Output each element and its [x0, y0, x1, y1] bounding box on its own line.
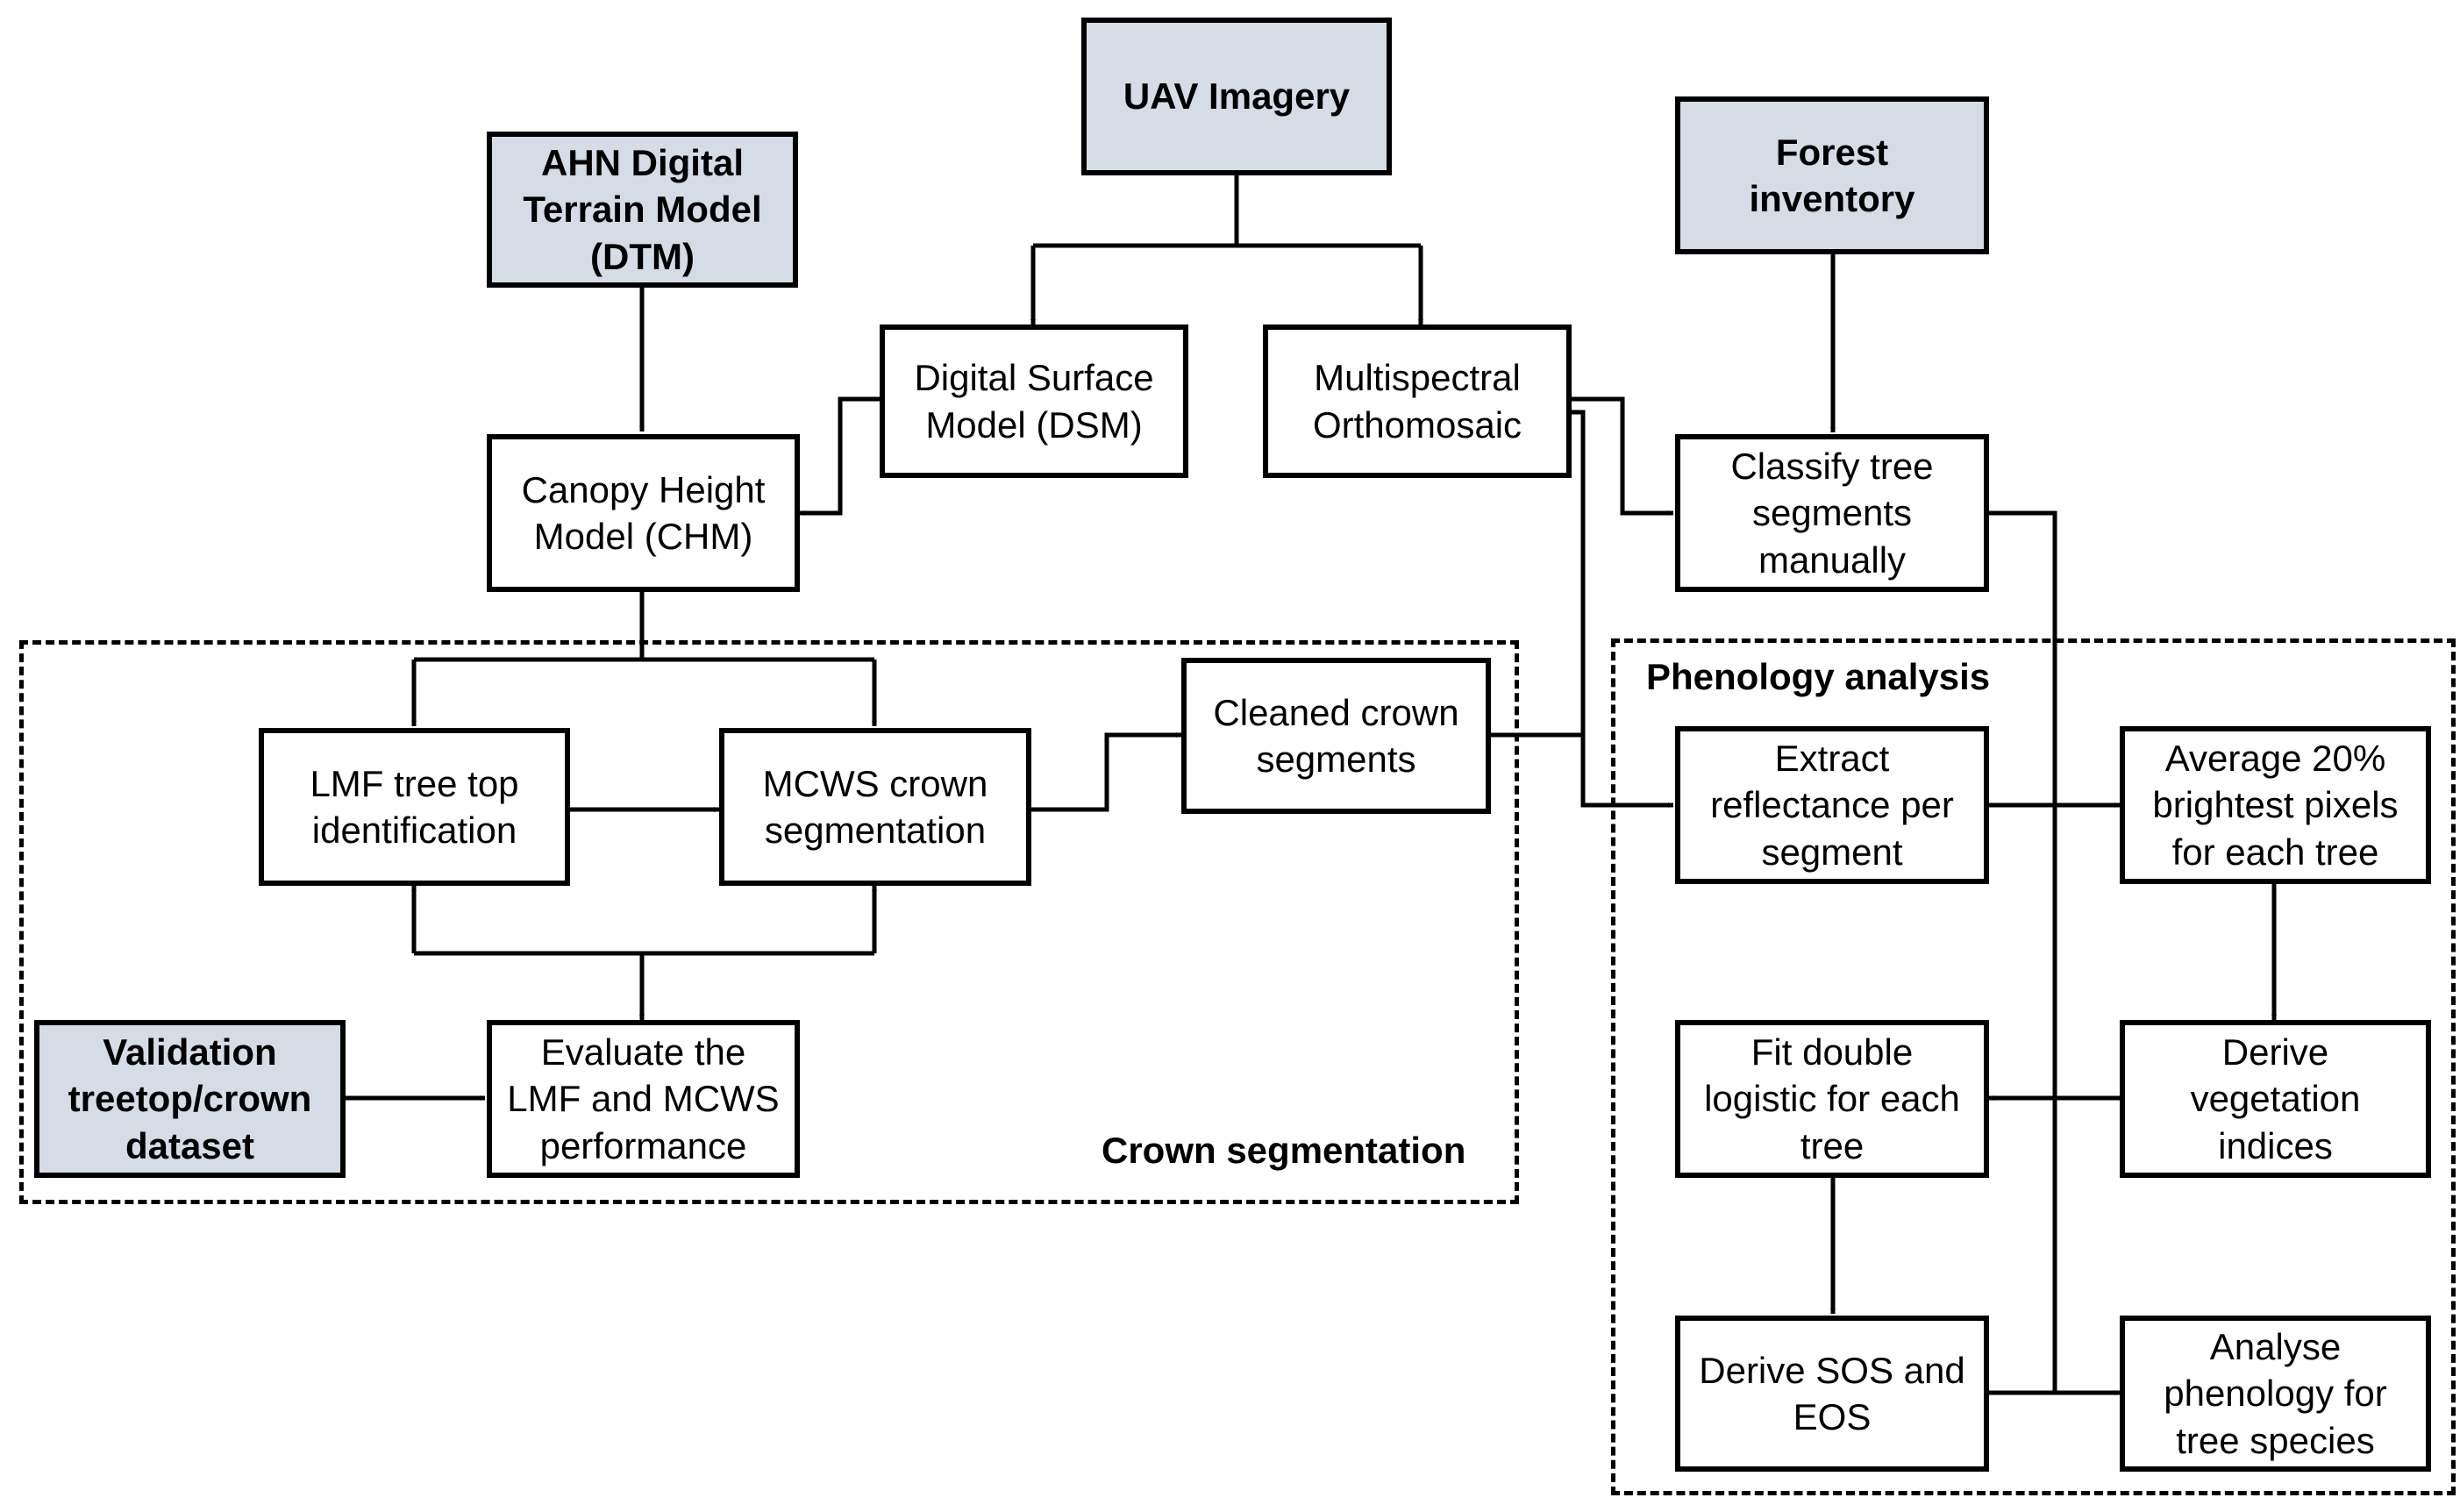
analyse-phenology-node: Analyse phenology for tree species — [2120, 1316, 2431, 1472]
dsm-node: Digital Surface Model (DSM) — [880, 325, 1188, 478]
arrow-ms-extract — [1572, 410, 1673, 808]
phenology-analysis-group — [1611, 638, 2456, 1495]
sos-eos-node: Derive SOS and EOS — [1675, 1316, 1989, 1472]
evaluate-performance-node: Evaluate the LMF and MCWS performance — [487, 1020, 800, 1178]
lmf-treetop-node: LMF tree top identification — [259, 728, 570, 886]
multispectral-orthomosaic-node: Multispectral Orthomosaic — [1263, 325, 1572, 478]
arrow-mcws-cleaned — [1031, 732, 1181, 812]
mcws-segmentation-node: MCWS crown segmentation — [719, 728, 1031, 886]
vegetation-indices-node: Derive vegetation indices — [2120, 1020, 2431, 1178]
phenology-analysis-label: Phenology analysis — [1646, 656, 1991, 697]
crown-segmentation-group — [19, 640, 1519, 1204]
chm-node: Canopy Height Model (CHM) — [487, 434, 800, 592]
validation-dataset-node: Validation treetop/crown dataset — [34, 1020, 346, 1178]
arrow-ms-classify — [1572, 396, 1673, 516]
ahn-dtm-node: AHN Digital Terrain Model (DTM) — [487, 132, 798, 288]
average-brightest-pixels-node: Average 20% brightest pixels for each tr… — [2120, 726, 2431, 884]
cleaned-crown-segments-node: Cleaned crown segments — [1181, 658, 1491, 814]
fit-double-logistic-node: Fit double logistic for each tree — [1675, 1020, 1989, 1178]
forest-inventory-node: Forest inventory — [1675, 96, 1989, 254]
classify-segments-node: Classify tree segments manually — [1675, 434, 1989, 592]
crown-segmentation-label: Crown segmentation — [1102, 1130, 1466, 1171]
uav-imagery-node: UAV Imagery — [1081, 18, 1392, 175]
extract-reflectance-node: Extract reflectance per segment — [1675, 726, 1989, 884]
arrow-dsm-chm — [800, 396, 880, 516]
